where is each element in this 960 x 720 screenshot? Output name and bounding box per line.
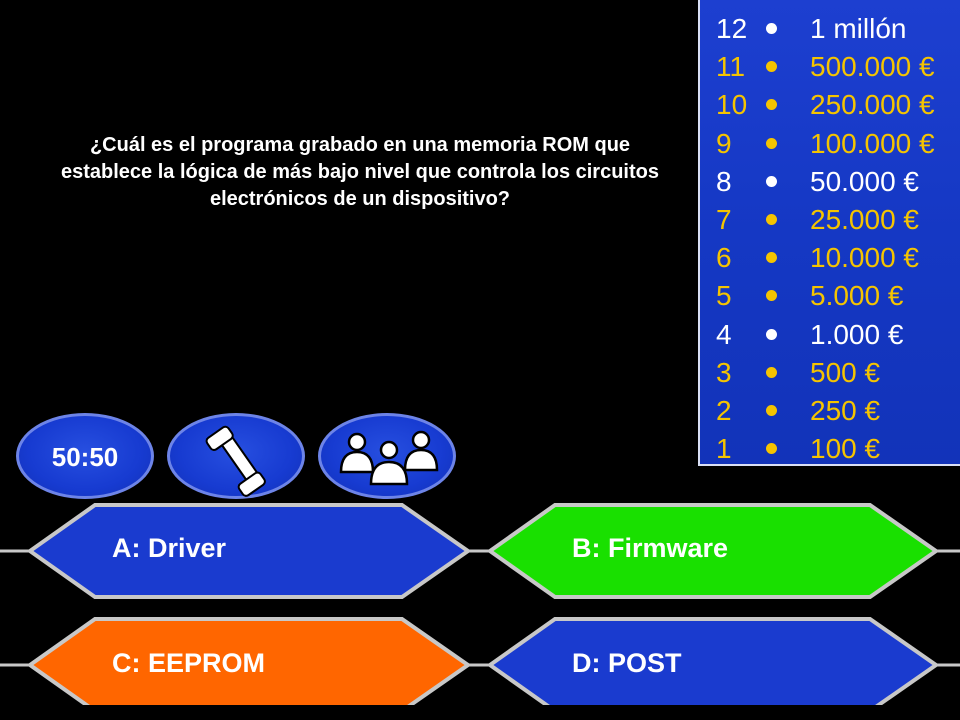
ladder-level: 2 [716, 395, 732, 426]
ladder-row-4: 4 1.000 € [700, 316, 960, 354]
ladder-level: 12 [716, 13, 748, 44]
answer-a-frame [26, 503, 472, 599]
answer-b-button[interactable]: B: Firmware [572, 533, 729, 563]
ladder-prize: 1 millón [810, 13, 907, 44]
ladder-dot-icon [766, 328, 777, 340]
ladder-level: 4 [716, 318, 732, 350]
ladder-dot-icon [766, 443, 777, 455]
ladder-level: 10 [716, 89, 748, 121]
answer-b-frame [486, 503, 940, 599]
answer-d-button[interactable]: D: POST [572, 648, 682, 678]
ladder-level: 6 [716, 242, 732, 274]
ladder-level: 5 [716, 280, 732, 312]
ladder-row-12: 12 1 millón [700, 10, 960, 48]
ladder-prize: 25.000 € [810, 204, 919, 235]
ladder-row-7: 7 25.000 € [700, 201, 960, 239]
ladder-dot-icon [766, 290, 777, 302]
ladder-level: 9 [716, 127, 732, 159]
ladder-row-6: 6 10.000 € [700, 239, 960, 277]
ladder-dot-icon [766, 137, 777, 149]
ladder-dot-icon [766, 405, 777, 416]
answer-c-button[interactable]: C: EEPROM [112, 648, 266, 678]
ladder-prize: 10.000 € [810, 242, 919, 274]
answer-frames [0, 503, 960, 705]
ladder-prize: 50.000 € [810, 165, 919, 197]
ladder-prize: 500 € [810, 356, 881, 388]
ladder-dot-icon [766, 61, 777, 73]
ladder-dot-icon [766, 99, 777, 111]
ladder-level: 11 [716, 51, 746, 83]
ladder-row-5: 5 5.000 € [700, 277, 960, 315]
ladder-dot-icon [766, 23, 777, 34]
ladder-prize: 250.000 € [810, 89, 935, 121]
answer-d-frame [486, 617, 940, 705]
ladder-row-1: 1 100 € [700, 430, 960, 468]
ladder-dot-icon [766, 214, 777, 225]
ladder-prize: 5.000 € [810, 280, 904, 312]
lifeline-phone-button[interactable] [167, 413, 305, 499]
answer-board: A: Driver B: Firmware C: EEPROM D: POST [0, 495, 960, 705]
ladder-row-3: 3 500 € [700, 354, 960, 392]
ladder-level: 7 [716, 204, 732, 235]
ladder-prize: 500.000 € [810, 51, 935, 83]
ladder-prize: 1.000 € [810, 318, 904, 350]
ladder-dot-icon [766, 252, 777, 264]
ladder-level: 8 [716, 165, 732, 197]
ladder-level: 3 [716, 356, 732, 388]
ladder-dot-icon [766, 366, 777, 378]
ladder-row-10: 10 250.000 € [700, 86, 960, 124]
ladder-row-2: 2 250 € [700, 392, 960, 430]
ladder-row-9: 9 100.000 € [700, 125, 960, 163]
ladder-row-11: 11 500.000 € [700, 48, 960, 86]
fifty-fifty-label: 50:50 [51, 442, 119, 472]
question-text: ¿Cuál es el programa grabado en una memo… [61, 134, 659, 210]
phone-icon [205, 425, 266, 497]
ladder-dot-icon [766, 175, 777, 187]
ladder-level: 1 [716, 433, 732, 465]
answer-c-frame [26, 617, 472, 705]
lifeline-fifty-fifty-button[interactable]: 50:50 [16, 413, 154, 499]
ladder-row-8: 8 50.000 € [700, 163, 960, 201]
answer-a-button[interactable]: A: Driver [112, 533, 227, 563]
lifeline-audience-button[interactable] [318, 413, 456, 499]
ladder-prize: 100 € [810, 433, 881, 465]
ladder-prize: 100.000 € [810, 127, 935, 159]
ladder-prize: 250 € [810, 395, 881, 426]
audience-icon [339, 430, 439, 486]
